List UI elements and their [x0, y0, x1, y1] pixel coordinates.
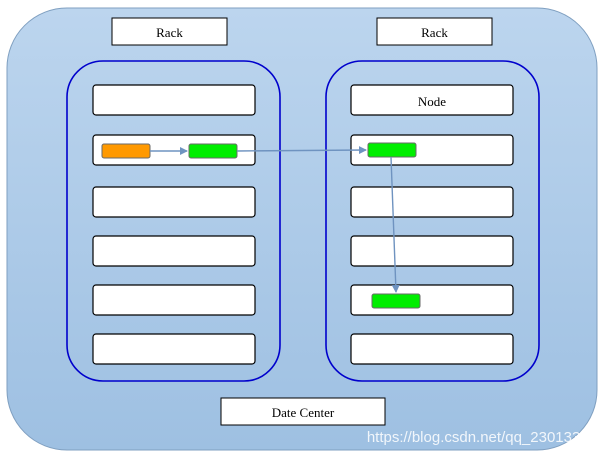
rack1-node-1: [92, 84, 256, 116]
rack-title-box-2: [376, 17, 493, 46]
primary-block: [101, 143, 151, 159]
rack-title-1: Rack: [156, 25, 183, 40]
rack2-node-4: [350, 235, 514, 267]
rack2-node-6: [350, 333, 514, 365]
replica-block-2: [367, 142, 417, 158]
watermark: https://blog.csdn.net/qq_23013309: [367, 429, 597, 446]
rack-title-box-1: [111, 17, 228, 46]
rack2-node-3: [350, 186, 514, 218]
rack-box-2: [325, 60, 540, 382]
replica-block-1: [188, 143, 238, 159]
rack1-node-3: [92, 186, 256, 218]
rack1-node-5: [92, 284, 256, 316]
arrow-replica-1-to-replica-2: [236, 146, 367, 155]
datacenter-label: Date Center: [272, 405, 335, 420]
arrow-replica-2-to-replica-3: [390, 156, 400, 293]
rack1-node-4: [92, 235, 256, 267]
rack-title-2: Rack: [421, 25, 448, 40]
datacenter-label-box: [220, 397, 386, 426]
replica-block-3: [371, 293, 421, 309]
rack1-node-6: [92, 333, 256, 365]
rack2-node-1: [350, 84, 514, 116]
rack2-node-1-label: Node: [418, 94, 446, 109]
datacenter-box: [6, 7, 598, 451]
rack-box-1: [66, 60, 281, 382]
